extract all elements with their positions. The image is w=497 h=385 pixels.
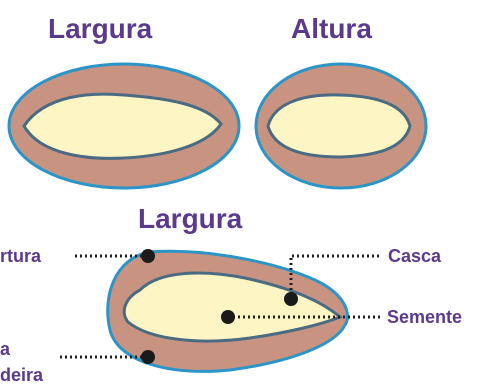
title-largura-top: Largura [48, 13, 153, 44]
callout-casca: Casca [388, 246, 442, 266]
seed-inner [268, 95, 410, 157]
marker-dot-semente [221, 310, 235, 324]
callout-left-bottom-line1: a [0, 339, 11, 359]
callout-semente: Semente [387, 307, 462, 327]
title-largura-bottom: Largura [138, 203, 243, 234]
marker-dot-left-top [141, 249, 155, 263]
marker-dot-casca [284, 292, 298, 306]
callout-left-top: rtura [0, 246, 42, 266]
callout-left-bottom-line2: deira [0, 365, 44, 385]
title-altura: Altura [291, 13, 372, 44]
marker-dot-left-bottom [141, 350, 155, 364]
cross-section-height [256, 64, 426, 188]
cross-section-width-top [9, 64, 239, 188]
